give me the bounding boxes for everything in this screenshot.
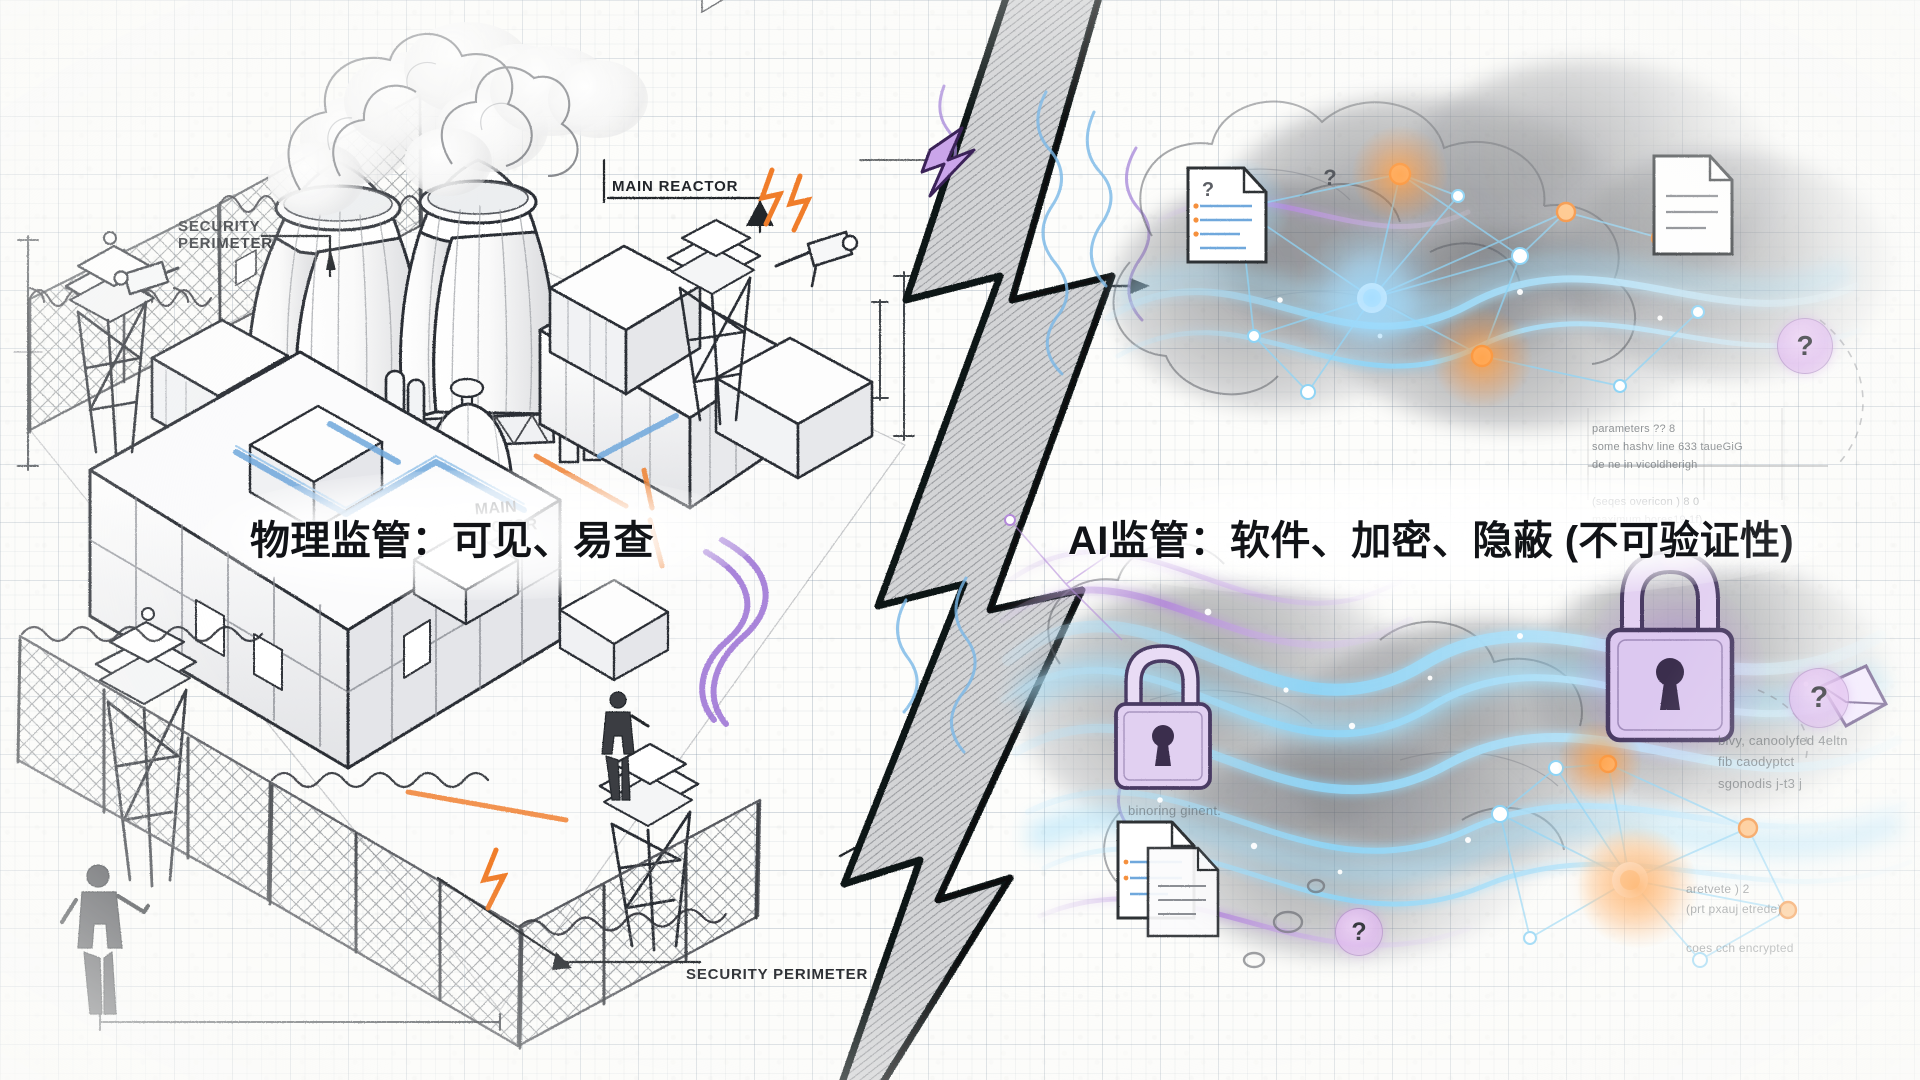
caption-left-physical-oversight: 物理监管：可见、易查 xyxy=(250,519,654,563)
pseudo-text-spec-block-mid: bivy, canoolyfed 4eltn fib caodyptct sgo… xyxy=(1718,733,1848,791)
pseudo-text-spec-block-bottom: aretvete ) 2 (prt pxauj etrede) coes cch… xyxy=(1686,882,1794,956)
pseudo-text-annotation-hand: binoring ginent. xyxy=(1128,803,1222,818)
caption-right-ai-oversight: AI监管：软件、加密、隐蔽 (不可验证性) xyxy=(1068,519,1795,563)
callout-security-perimeter-top: SECURITY PERIMETER xyxy=(178,218,273,253)
callout-main-reactor: MAIN REACTOR xyxy=(612,178,739,195)
callout-security-perimeter-bottom: SECURITY PERIMETER xyxy=(686,966,869,983)
